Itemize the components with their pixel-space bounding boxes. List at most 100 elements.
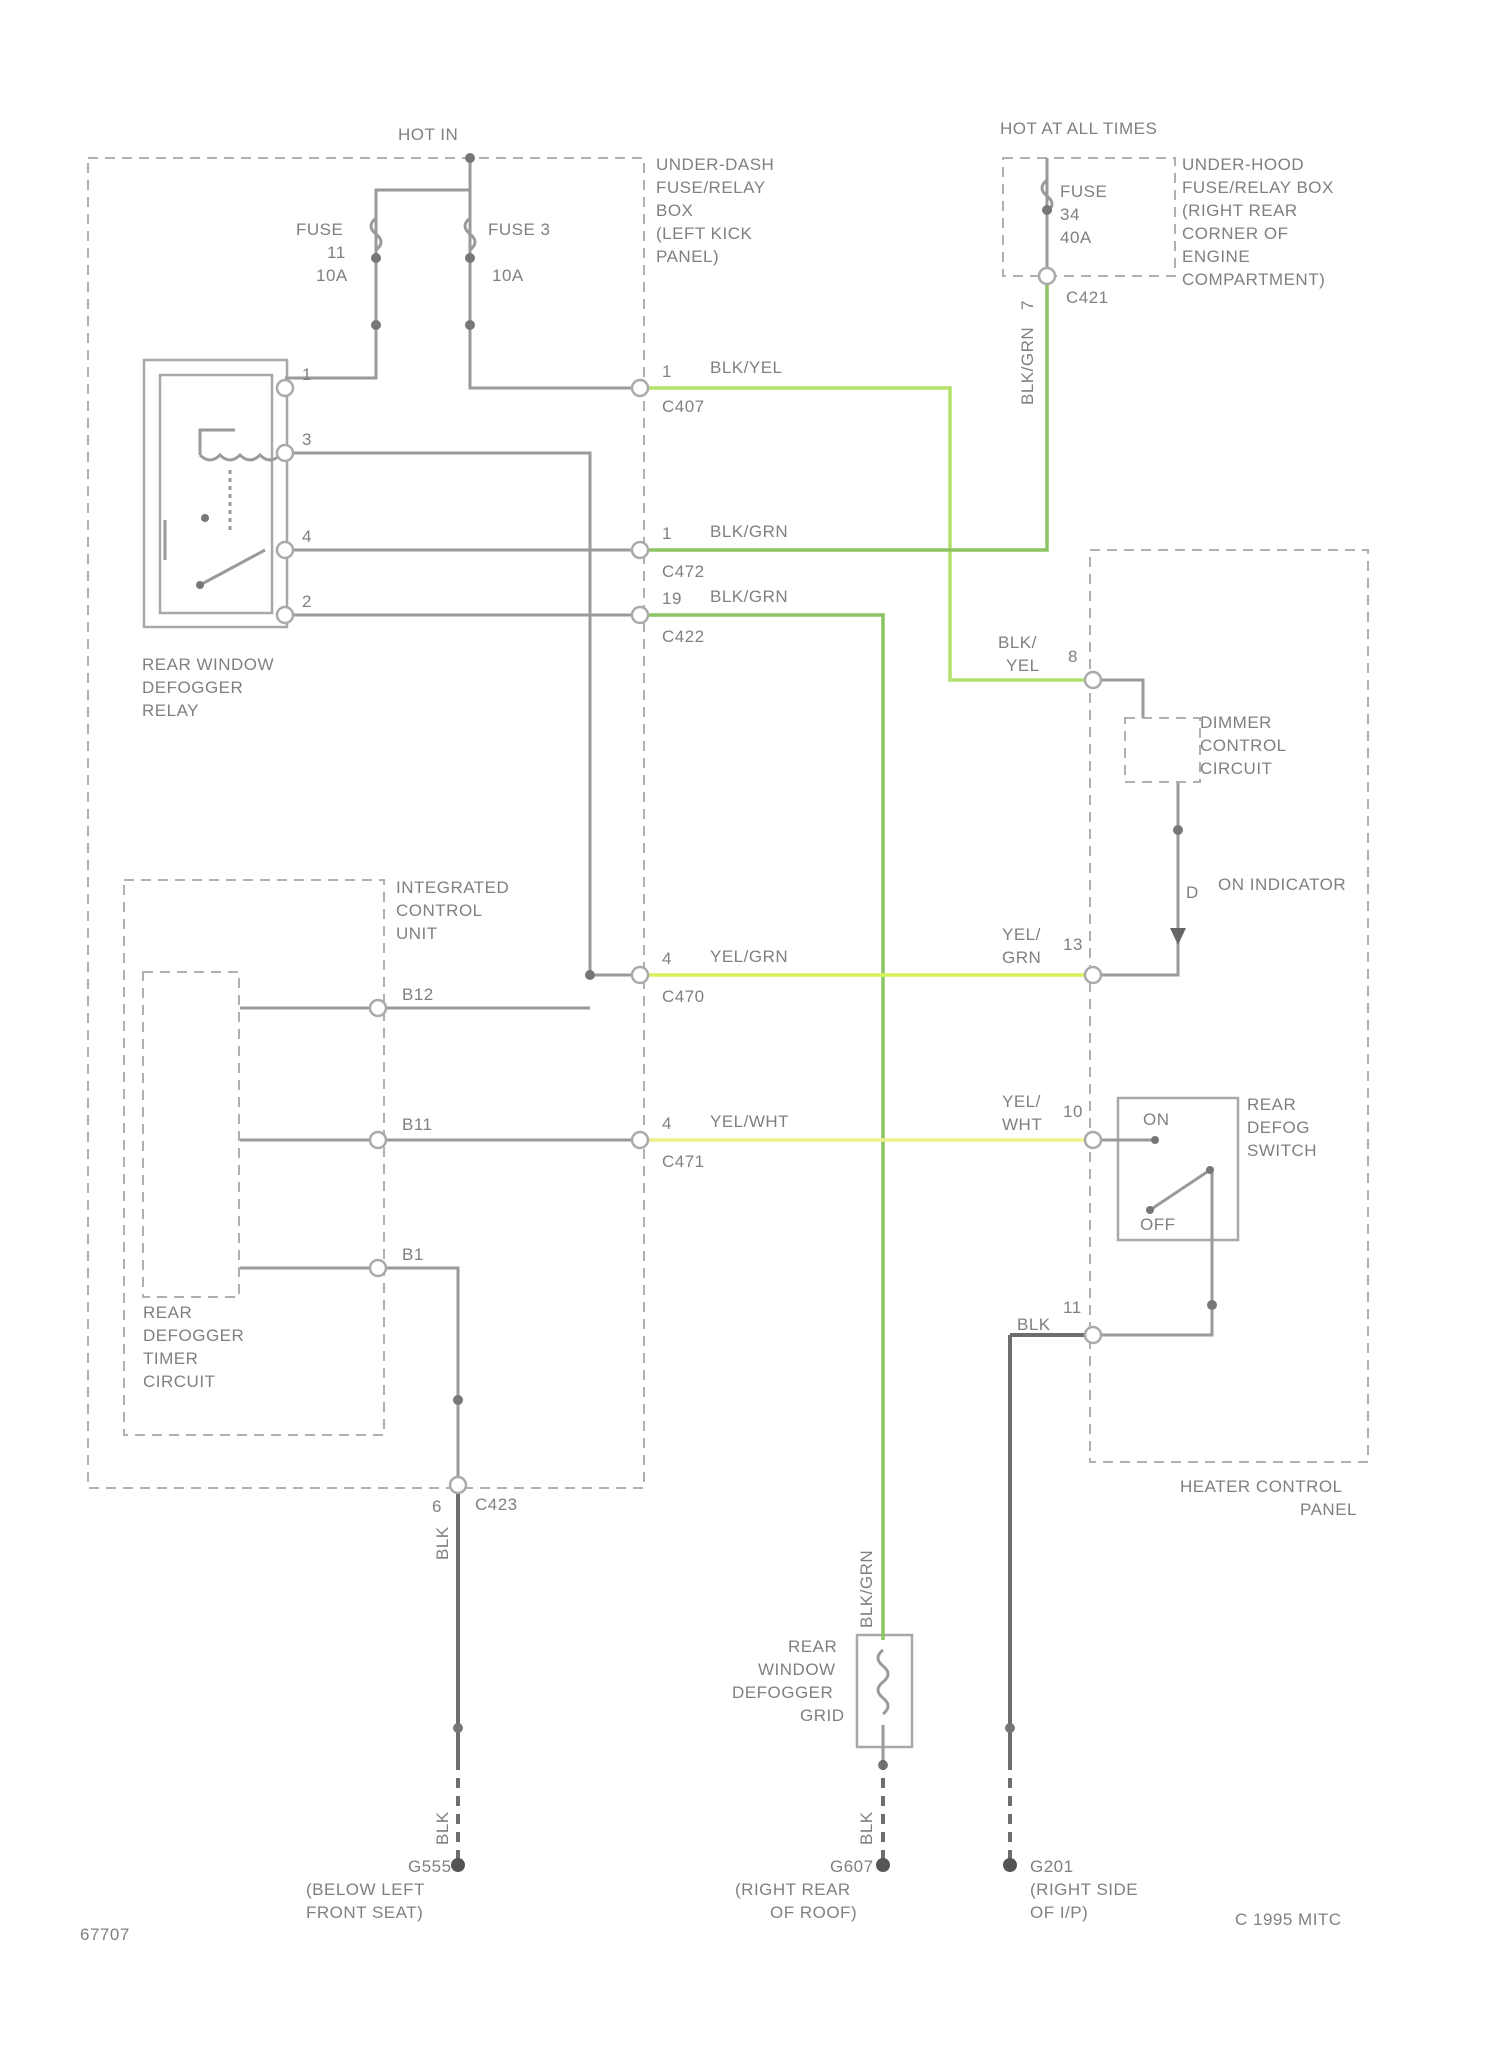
heater-panel-outline xyxy=(1090,550,1368,1462)
svg-text:YEL: YEL xyxy=(1006,656,1040,675)
c421-label: C421 xyxy=(1066,288,1109,307)
svg-text:CIRCUIT: CIRCUIT xyxy=(143,1372,215,1391)
under-hood-box-outline xyxy=(1003,158,1175,276)
gray-wires xyxy=(200,158,1212,1760)
c422-label: C422 xyxy=(662,627,705,646)
svg-text:OF I/P): OF I/P) xyxy=(1030,1903,1088,1922)
ground-g607 xyxy=(876,1858,890,1872)
blk-grn-label-1: BLK/GRN xyxy=(710,522,788,541)
c423-pin: 6 xyxy=(432,1497,442,1516)
svg-text:FUSE: FUSE xyxy=(296,220,343,239)
c407-pin: 1 xyxy=(662,362,672,381)
svg-text:UNDER-DASH: UNDER-DASH xyxy=(656,155,774,174)
g607-label: G607 (RIGHT REAR OF ROOF) xyxy=(735,1857,874,1922)
svg-text:CIRCUIT: CIRCUIT xyxy=(1200,759,1272,778)
on-indicator-label: ON INDICATOR xyxy=(1218,875,1346,894)
icu-pin-b11: B11 xyxy=(402,1115,433,1134)
svg-text:SWITCH: SWITCH xyxy=(1247,1141,1317,1160)
svg-text:DEFOG: DEFOG xyxy=(1247,1118,1310,1137)
svg-text:G555: G555 xyxy=(408,1857,452,1876)
svg-text:11: 11 xyxy=(327,243,346,262)
svg-text:10A: 10A xyxy=(316,266,348,285)
c470-label: C470 xyxy=(662,987,705,1006)
g555-label: G555 (BELOW LEFT FRONT SEAT) xyxy=(306,1857,452,1922)
svg-text:TIMER: TIMER xyxy=(143,1349,198,1368)
svg-text:1: 1 xyxy=(302,365,312,384)
switch-on-label: ON xyxy=(1143,1110,1170,1129)
switch-off-label: OFF xyxy=(1140,1215,1176,1234)
svg-text:YEL/: YEL/ xyxy=(1002,1092,1041,1111)
svg-text:RELAY: RELAY xyxy=(142,701,199,720)
fuse-3-label: FUSE 3 10A xyxy=(488,220,551,285)
svg-text:DEFOGGER: DEFOGGER xyxy=(142,678,243,697)
switch-internals xyxy=(1146,1136,1214,1214)
g201-label: G201 (RIGHT SIDE OF I/P) xyxy=(1030,1857,1138,1922)
svg-text:INTEGRATED: INTEGRATED xyxy=(396,878,509,897)
svg-text:UNIT: UNIT xyxy=(396,924,438,943)
svg-text:FUSE/RELAY BOX: FUSE/RELAY BOX xyxy=(1182,178,1334,197)
switch-label: REAR DEFOG SWITCH xyxy=(1247,1095,1317,1160)
svg-text:3: 3 xyxy=(302,430,312,449)
fuse-11-label: FUSE 11 10A xyxy=(296,220,348,285)
ground-leads xyxy=(458,1760,1010,1860)
hc-yel-wht-label: YEL/ WHT xyxy=(1002,1092,1042,1134)
svg-text:UNDER-HOOD: UNDER-HOOD xyxy=(1182,155,1304,174)
svg-text:OF ROOF): OF ROOF) xyxy=(770,1903,857,1922)
svg-text:COMPARTMENT): COMPARTMENT) xyxy=(1182,270,1325,289)
svg-text:BOX: BOX xyxy=(656,201,693,220)
dimmer-label: DIMMER CONTROL CIRCUIT xyxy=(1200,713,1287,778)
svg-text:(RIGHT SIDE: (RIGHT SIDE xyxy=(1030,1880,1138,1899)
svg-text:REAR: REAR xyxy=(143,1303,192,1322)
hc-pin-8: 8 xyxy=(1068,647,1078,666)
svg-text:CORNER OF: CORNER OF xyxy=(1182,224,1289,243)
svg-text:WHT: WHT xyxy=(1002,1115,1042,1134)
hc-blk-yel-label: BLK/ YEL xyxy=(998,633,1040,675)
svg-text:34: 34 xyxy=(1060,205,1080,224)
svg-text:REAR: REAR xyxy=(1247,1095,1296,1114)
svg-text:DEFOGGER: DEFOGGER xyxy=(732,1683,833,1702)
svg-text:(RIGHT REAR: (RIGHT REAR xyxy=(735,1880,851,1899)
blk-grn-grid-label: BLK/GRN xyxy=(857,1550,876,1628)
dimmer-circuit-symbol xyxy=(1125,718,1200,945)
svg-text:(RIGHT REAR: (RIGHT REAR xyxy=(1182,201,1298,220)
grid-heater-symbol xyxy=(878,1650,888,1714)
heater-panel-label: HEATER CONTROL PANEL xyxy=(1180,1477,1357,1519)
svg-text:G201: G201 xyxy=(1030,1857,1074,1876)
icu-pin-b1: B1 xyxy=(402,1245,424,1264)
junction-dots xyxy=(371,153,1217,1770)
yel-wht-label: YEL/WHT xyxy=(710,1112,789,1131)
ground-g555 xyxy=(451,1858,465,1872)
c470-pin: 4 xyxy=(662,949,672,968)
hc-yel-grn-label: YEL/ GRN xyxy=(1002,925,1041,967)
timer-box-outline xyxy=(143,972,239,1297)
icu-pin-b12: B12 xyxy=(402,985,434,1004)
c471-pin: 4 xyxy=(662,1114,672,1133)
svg-text:DIMMER: DIMMER xyxy=(1200,713,1272,732)
svg-text:REAR: REAR xyxy=(788,1637,837,1656)
c472-label: C472 xyxy=(662,562,705,581)
relay-box-outline xyxy=(144,360,287,627)
ground-g201 xyxy=(1003,1858,1017,1872)
svg-text:FRONT SEAT): FRONT SEAT) xyxy=(306,1903,423,1922)
svg-text:2: 2 xyxy=(302,592,312,611)
hc-blk-label: BLK xyxy=(1017,1315,1051,1334)
yel-grn-label: YEL/GRN xyxy=(710,947,788,966)
svg-text:CONTROL: CONTROL xyxy=(1200,736,1287,755)
c472-pin: 1 xyxy=(662,524,672,543)
svg-text:YEL/: YEL/ xyxy=(1002,925,1041,944)
svg-text:GRN: GRN xyxy=(1002,948,1041,967)
led-pin-label: D xyxy=(1186,883,1199,902)
c407-label: C407 xyxy=(662,397,705,416)
c422-pin: 19 xyxy=(662,589,682,608)
svg-text:FUSE/RELAY: FUSE/RELAY xyxy=(656,178,766,197)
under-dash-box-label: UNDER-DASH FUSE/RELAY BOX (LEFT KICK PAN… xyxy=(656,155,774,266)
c471-label: C471 xyxy=(662,1152,705,1171)
svg-text:PANEL: PANEL xyxy=(1300,1500,1357,1519)
fuse-34-label: FUSE 34 40A xyxy=(1060,182,1107,247)
svg-text:ENGINE: ENGINE xyxy=(1182,247,1250,266)
under-hood-box-label: UNDER-HOOD FUSE/RELAY BOX (RIGHT REAR CO… xyxy=(1182,155,1334,289)
svg-text:BLK/: BLK/ xyxy=(998,633,1037,652)
grid-label: REAR WINDOW DEFOGGER GRID xyxy=(732,1637,845,1725)
svg-text:CONTROL: CONTROL xyxy=(396,901,483,920)
